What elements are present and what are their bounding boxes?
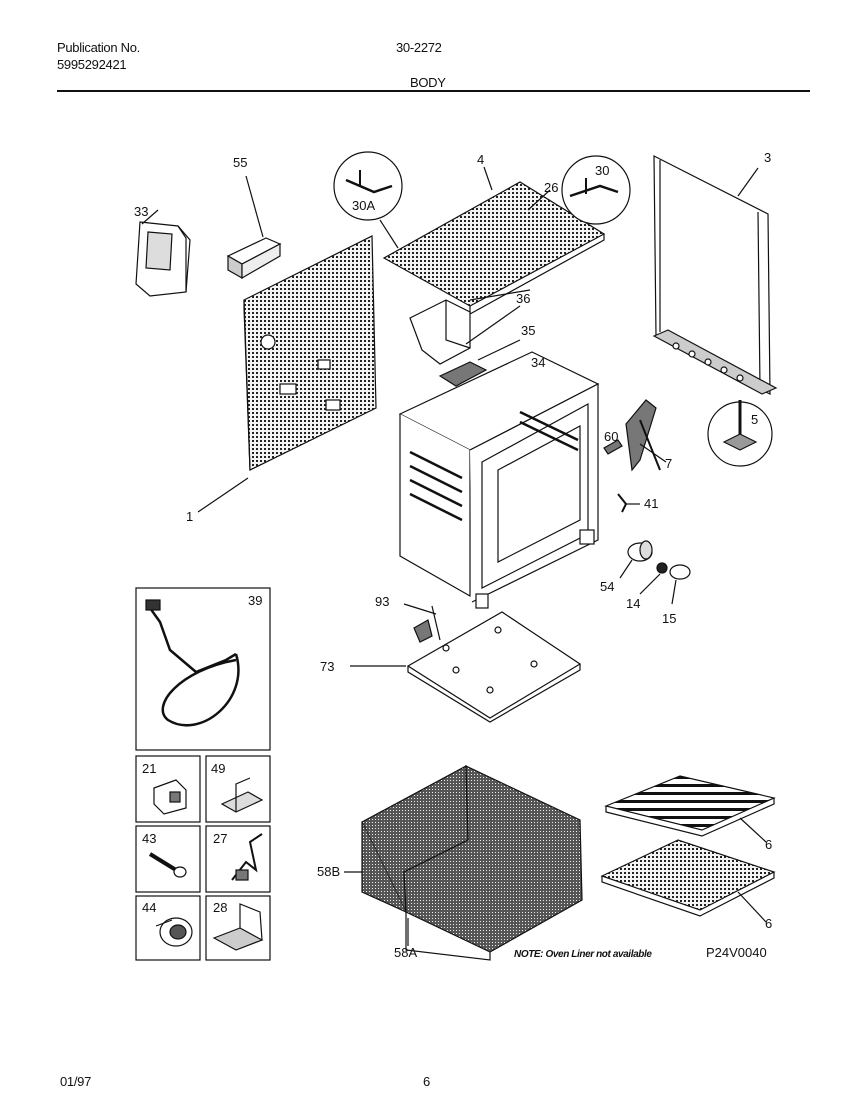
callout-6-upper: 6 — [765, 837, 772, 852]
part-6-oven-rack-lower — [600, 839, 776, 923]
callout-34: 34 — [531, 355, 545, 370]
callout-4: 4 — [477, 152, 484, 167]
part-93-broil-element-bracket — [403, 603, 441, 643]
box-label-43: 43 — [142, 831, 156, 846]
callout-55: 55 — [233, 155, 247, 170]
box-label-28: 28 — [213, 900, 227, 915]
part-1-back-panel — [197, 235, 377, 513]
callout-26: 26 — [544, 180, 558, 195]
part-73-oven-bottom — [350, 611, 582, 723]
part-30-inset — [561, 155, 631, 225]
part-box-21 — [135, 755, 201, 823]
callout-41: 41 — [644, 496, 658, 511]
callout-58b: 58B — [317, 864, 340, 879]
callout-30a: 30A — [352, 198, 375, 213]
part-33-control-box — [135, 209, 191, 297]
diagram-code: P24V0040 — [706, 945, 767, 960]
callout-35: 35 — [521, 323, 535, 338]
part-60-hinge-receptacle — [603, 439, 623, 455]
section-title: BODY — [410, 75, 446, 90]
callout-58a: 58A — [394, 945, 417, 960]
part-41-hinge-pin — [617, 493, 640, 513]
part-35-vent-trim — [438, 339, 521, 387]
part-box-27 — [205, 825, 271, 893]
callout-33: 33 — [134, 204, 148, 219]
footer-date: 01/97 — [60, 1074, 92, 1089]
callout-6-lower: 6 — [765, 916, 772, 931]
part-30a-inset — [333, 151, 403, 221]
box-label-39: 39 — [248, 593, 262, 608]
publication-number: 5995292421 — [57, 57, 127, 72]
page-number: 6 — [423, 1074, 430, 1089]
part-6-oven-rack-upper — [604, 775, 776, 843]
header-rule — [57, 90, 810, 92]
part-box-49 — [205, 755, 271, 823]
liner-note: NOTE: Oven Liner not available — [514, 949, 652, 960]
callout-60: 60 — [604, 429, 618, 444]
callout-93: 93 — [375, 594, 389, 609]
part-55-bracket — [226, 175, 282, 280]
part-39-power-cord-box — [135, 587, 271, 751]
part-54-lamp-socket — [619, 540, 653, 579]
part-4-cooktop-panel — [379, 166, 606, 316]
part-box-44 — [135, 895, 201, 961]
part-3-side-panel — [652, 155, 778, 395]
part-15-lamp-bulb — [669, 564, 691, 605]
callout-7: 7 — [665, 456, 672, 471]
callout-36: 36 — [516, 291, 530, 306]
publication-label: Publication No. — [57, 40, 140, 55]
part-7-door-hinge — [625, 399, 667, 472]
callout-73: 73 — [320, 659, 334, 674]
callout-54: 54 — [600, 579, 614, 594]
box-label-27: 27 — [213, 831, 227, 846]
box-label-49: 49 — [211, 761, 225, 776]
box-label-21: 21 — [142, 761, 156, 776]
model-number: 30-2272 — [396, 40, 442, 55]
callout-14: 14 — [626, 596, 640, 611]
part-58-oven-liner — [344, 765, 583, 961]
oven-body-frame — [398, 351, 600, 609]
callout-15: 15 — [662, 611, 676, 626]
callout-30: 30 — [595, 163, 609, 178]
part-box-28 — [205, 895, 271, 961]
box-label-44: 44 — [142, 900, 156, 915]
callout-1: 1 — [186, 509, 193, 524]
part-5-leveling-leg — [707, 400, 773, 467]
callout-3: 3 — [764, 150, 771, 165]
part-36-vent-duct — [409, 289, 531, 365]
part-box-43 — [135, 825, 201, 893]
part-14-lamp-gasket — [639, 562, 668, 595]
callout-5: 5 — [751, 412, 758, 427]
